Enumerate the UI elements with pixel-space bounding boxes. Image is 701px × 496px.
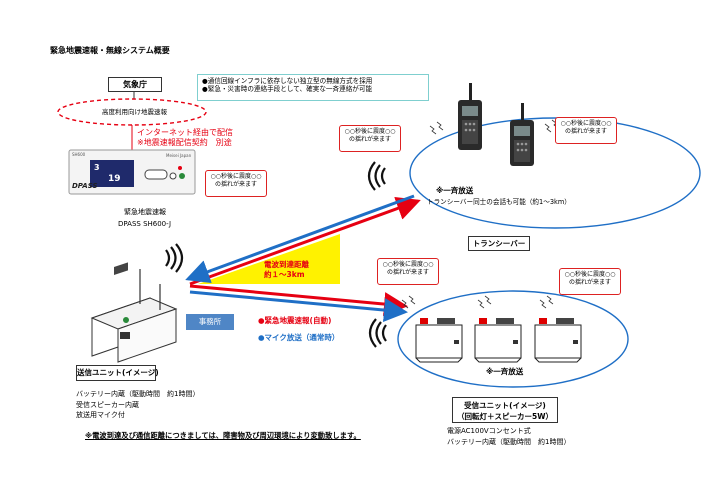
bubble-line1: ○○秒後に震度○○ (564, 271, 616, 278)
receiver-unit-icon (415, 318, 463, 363)
bubble-line1: ○○秒後に震度○○ (344, 128, 396, 135)
device-panel (68, 149, 196, 195)
legend-mic: ●マイク放送（通常時） (258, 333, 340, 342)
transceiver-label: トランシーバー (468, 236, 530, 251)
receiver-spec: バッテリー内蔵（駆動時間 約1時間） (447, 437, 571, 446)
walkie-talkie-icon (510, 103, 534, 166)
receiver-title-box: 受信ユニット(イメージ) （回転灯＋スピーカー5W） (452, 397, 558, 423)
panel-digit-1: 3 (94, 163, 100, 172)
speech-bubble: ○○秒後に震度○○ の揺れが来ます (555, 117, 617, 144)
legend-emergency: ●緊急地震速報(自動) (258, 316, 332, 325)
page-title: 緊急地震速報・無線システム概要 (50, 46, 170, 55)
feature-note: ●緊急・災害時の連絡手段として、確実な一斉連絡が可能 (202, 85, 373, 94)
distance-text: 電波到達距離 約１～3km (264, 260, 309, 280)
bubble-line1: ○○秒後に震度○○ (210, 173, 262, 180)
receiver-broadcast: ※一斉放送 (486, 367, 524, 376)
panel-brand: DPASS (72, 182, 98, 190)
distance-line1: 電波到達距離 (264, 260, 309, 269)
walkie-talkie-icon (458, 83, 482, 150)
bubble-line1: ○○秒後に震度○○ (382, 261, 434, 268)
internet-line1: インターネット経由で配信 (137, 128, 233, 137)
bubble-line1: ○○秒後に震度○○ (560, 120, 612, 127)
arrow-mic-to-receiver (189, 290, 408, 323)
transmitter-spec: 受信スピーカー内蔵 (76, 400, 139, 409)
speech-bubble: ○○秒後に震度○○ の揺れが来ます (339, 125, 401, 152)
receiver-spec: 電源AC100Vコンセント式 (447, 427, 531, 435)
device-model: DPASS SH600-J (118, 220, 172, 228)
internet-line2: ※地震速報配信契約 別途 (137, 138, 232, 148)
receiver-title: 受信ユニット(イメージ) (464, 401, 546, 410)
speech-bubble: ○○秒後に震度○○ の揺れが来ます (559, 268, 621, 295)
footnote: ※電波到達及び通信距離につきましては、障害物及び周辺環境により変動致します。 (85, 431, 361, 440)
cloud-icon (57, 98, 207, 126)
arrow-emergency-to-transceiver (189, 196, 421, 286)
arrow-mic-from-transceiver (185, 194, 415, 284)
transmitter-spec: バッテリー内蔵（駆動時間 約1時間） (76, 390, 200, 398)
arrow-emergency-to-receiver (189, 284, 408, 317)
receiver-subtitle: （回転灯＋スピーカー5W） (457, 412, 553, 421)
bubble-line2: の揺れが来ます (564, 128, 607, 136)
cloud-label: 高度利用向け地震速報 (102, 108, 167, 116)
office-label: 事務所 (186, 314, 234, 330)
feature-notes-box: ●通信回線インフラに依存しない独立型の無線方式を採用 ●緊急・災害時の連絡手段と… (197, 74, 429, 101)
transceiver-broadcast: ※一斉放送 (436, 186, 474, 195)
speech-bubble: ○○秒後に震度○○ の揺れが来ます (377, 258, 439, 285)
distance-line2: 約１～3km (264, 270, 305, 280)
panel-maker: Meisei Japan (166, 153, 192, 158)
bubble-line2: の揺れが来ます (214, 181, 257, 189)
receiver-unit-icon (474, 318, 522, 363)
transmitter-title: 送信ユニット(イメージ) (76, 365, 159, 381)
transceiver-talk-note: トランシーバー同士の会話も可能（約1～3km） (427, 198, 571, 206)
transmitter-specs: バッテリー内蔵（駆動時間 約1時間） 受信スピーカー内蔵 放送用マイク付 (76, 389, 199, 421)
transmitter-spec: 放送用マイク付 (76, 411, 125, 419)
distance-triangle (198, 234, 340, 284)
speech-bubble: ○○秒後に震度○○ の揺れが来ます (205, 170, 267, 197)
device-name: 緊急地震速報 (124, 208, 166, 216)
bubble-line2: の揺れが来ます (568, 279, 611, 287)
feature-note: ●通信回線インフラに依存しない独立型の無線方式を採用 (202, 77, 373, 85)
panel-digit-2: 19 (108, 174, 121, 184)
receiver-unit-icon (534, 318, 582, 363)
bubble-line2: の揺れが来ます (386, 269, 429, 277)
transmitter-unit-icon (90, 262, 178, 363)
internet-delivery-note: インターネット経由で配信 ※地震速報配信契約 別途 (137, 128, 233, 149)
radio-wave-icon (367, 161, 386, 191)
agency-box: 気象庁 (108, 77, 162, 92)
panel-model-label: SH600 (72, 152, 86, 157)
receiver-specs: 電源AC100Vコンセント式 バッテリー内蔵（駆動時間 約1時間） (447, 426, 570, 447)
bubble-line2: の揺れが来ます (348, 136, 391, 144)
radio-wave-icon (165, 243, 184, 273)
radio-wave-icon (368, 318, 387, 348)
